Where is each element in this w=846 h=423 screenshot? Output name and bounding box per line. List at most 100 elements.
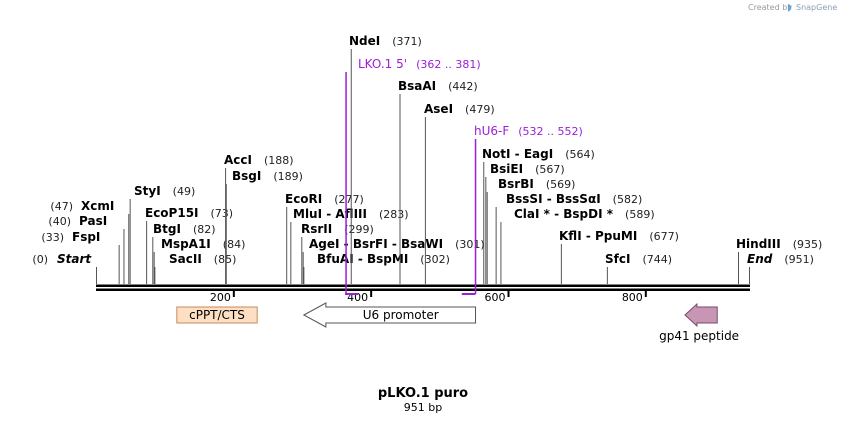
site-position: (677) — [649, 230, 679, 243]
site-name: AgeI - BsrFI - BsaWI — [309, 237, 443, 251]
site-name: StyI — [134, 184, 161, 198]
credit-watermark: Created by ◗ SnapGene — [748, 3, 837, 13]
site-pasi[interactable]: PasI(40) — [48, 214, 125, 284]
site-name: NdeI — [349, 34, 380, 48]
site-position: (47) — [50, 200, 73, 213]
site-position: (40) — [48, 215, 71, 228]
feature-shape — [176, 306, 258, 324]
site-position: (935) — [793, 238, 823, 251]
site-mspa1i[interactable]: MspA1I(84) — [153, 237, 245, 284]
site-kfli[interactable]: KflI - PpuMI (677) — [559, 229, 679, 284]
site-asei[interactable]: AseI(479) — [424, 102, 495, 284]
site-position: (33) — [41, 231, 64, 244]
ruler-tick-label: 400 — [347, 291, 368, 304]
primer-hu6f[interactable]: hU6-F (532 .. 552) — [461, 124, 583, 295]
site-bsgi[interactable]: BsgI (189) — [225, 169, 303, 284]
site-position: (73) — [211, 207, 234, 220]
backbone — [96, 284, 750, 291]
site-name: SacII — [169, 252, 202, 266]
site-bsaai[interactable]: BsaAI (442) — [398, 79, 478, 284]
site-position: (0) — [32, 253, 48, 266]
site-name: FspI — [72, 230, 100, 244]
site-end[interactable]: End (951) — [747, 252, 814, 284]
site-name: MluI - AflIII — [293, 207, 367, 221]
site-name: EcoP15I — [145, 206, 199, 220]
ruler-tick-label: 800 — [622, 291, 643, 304]
site-name: BsiEI — [490, 162, 523, 176]
feature-shape — [302, 302, 477, 328]
site-bsrbi[interactable]: BsrBI (569) — [486, 177, 576, 284]
site-position: (589) — [625, 208, 655, 221]
site-ecop15i[interactable]: EcoP15I (73) — [145, 206, 233, 284]
feature-label: gp41 peptide — [659, 329, 739, 343]
ruler-tick-label: 200 — [210, 291, 231, 304]
site-mlui[interactable]: MluI - AflIII(283) — [290, 207, 409, 284]
restriction-sites: Start (0) FspI (33)PasI(40)XcmI (47) StyI (49)… — [32, 34, 822, 284]
site-name: BfuAI - BspMI — [317, 252, 408, 266]
site-position: (49) — [173, 185, 196, 198]
site-bfuai[interactable]: BfuAI - BspMI (302) — [303, 252, 450, 284]
site-position: (302) — [420, 253, 450, 266]
site-name: BsaAI — [398, 79, 436, 93]
site-clai[interactable]: ClaI * - BspDI * (589) — [500, 207, 655, 284]
primer-name: hU6-F — [474, 124, 509, 138]
site-position: (564) — [565, 148, 595, 161]
site-noti[interactable]: NotI - EagI(564) — [482, 147, 595, 284]
site-position: (188) — [264, 154, 294, 167]
site-name: KflI - PpuMI — [559, 229, 637, 243]
site-name: BtgI — [153, 222, 181, 236]
site-position: (479) — [465, 103, 495, 116]
site-btgi[interactable]: BtgI (82) — [152, 222, 216, 284]
primers: LKO.1 5' (362 .. 381) hU6-F (532 .. 552) — [345, 57, 583, 295]
site-ndei[interactable]: NdeI (371) — [349, 34, 422, 284]
feature-gp41[interactable]: gp41 peptide — [659, 302, 739, 343]
feature-cppt[interactable]: cPPT/CTS — [176, 306, 258, 324]
site-name: ClaI * - BspDI * — [514, 207, 614, 221]
site-sacii[interactable]: SacII(85) — [154, 252, 237, 284]
site-bsssi[interactable]: BssSI - BssSαI(582) — [495, 192, 642, 284]
site-position: (951) — [784, 253, 814, 266]
site-position: (442) — [448, 80, 478, 93]
site-name: Start — [57, 252, 92, 266]
plasmid-name: pLKO.1 puro — [378, 386, 468, 401]
site-name: BsrBI — [498, 177, 534, 191]
site-position: (569) — [546, 178, 576, 191]
site-name: BssSI - BssSαI — [506, 192, 601, 206]
site-sfci[interactable]: SfcI(744) — [605, 252, 672, 284]
primer-range: (362 .. 381) — [416, 58, 481, 71]
ruler-ticks: 200 400 600 800 — [210, 291, 647, 304]
site-ecori[interactable]: EcoRI (277) — [285, 192, 364, 284]
site-position: (299) — [344, 223, 374, 236]
site-position: (82) — [193, 223, 216, 236]
site-fspi[interactable]: FspI (33) — [41, 230, 120, 284]
site-name: MspA1I — [161, 237, 211, 251]
plasmid-length: 951 bp — [404, 401, 442, 414]
ruler-tick-label: 600 — [484, 291, 505, 304]
primer-name: LKO.1 5' — [358, 57, 407, 71]
site-hindiii[interactable]: HindIII(935) — [736, 237, 822, 284]
site-acci[interactable]: AccI (188) — [224, 153, 294, 284]
site-name: XcmI — [81, 199, 114, 213]
site-position: (189) — [273, 170, 303, 183]
site-name: RsrII — [301, 222, 332, 236]
feature-shape — [684, 302, 718, 328]
feature-u6[interactable]: U6 promoter — [302, 302, 477, 328]
site-agei[interactable]: AgeI - BsrFI - BsaWI(301) — [302, 237, 485, 284]
site-styi[interactable]: StyI (49) — [129, 184, 196, 284]
primer-range: (532 .. 552) — [518, 125, 583, 138]
site-position: (744) — [642, 253, 672, 266]
backbone-bottom-strand — [96, 288, 750, 291]
site-position: (277) — [334, 193, 364, 206]
site-xcmi[interactable]: XcmI (47) — [50, 199, 130, 284]
site-name: EcoRI — [285, 192, 322, 206]
site-name: BsgI — [232, 169, 261, 183]
site-name: End — [747, 252, 773, 266]
site-name: AccI — [224, 153, 252, 167]
primer-lko1[interactable]: LKO.1 5' (362 .. 381) — [345, 57, 481, 295]
site-bsiei[interactable]: BsiEI (567) — [485, 162, 565, 284]
site-position: (567) — [535, 163, 565, 176]
feature-label: U6 promoter — [363, 308, 439, 322]
site-start[interactable]: Start (0) — [32, 252, 97, 284]
site-position: (371) — [392, 35, 422, 48]
